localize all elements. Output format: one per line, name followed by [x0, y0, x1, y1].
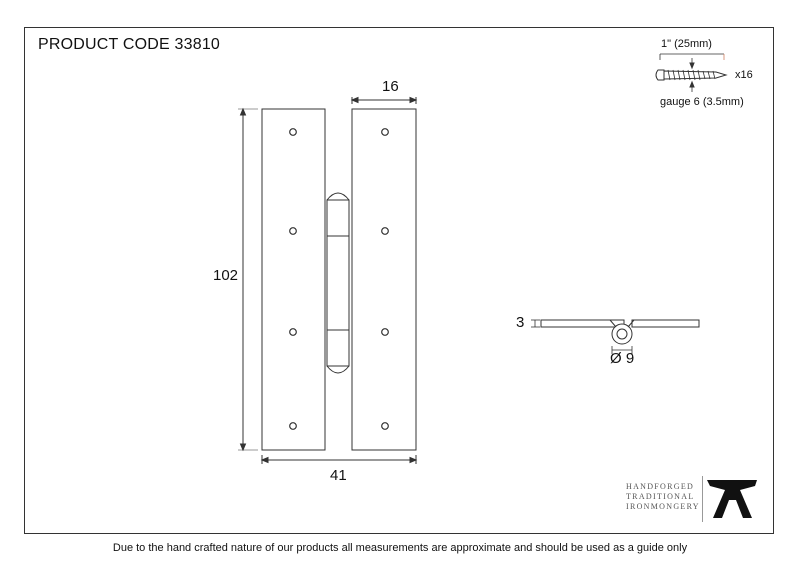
height-label: 102 — [213, 267, 239, 284]
diameter-label: Ø 9 — [610, 350, 635, 367]
screw-quantity-label: x16 — [735, 69, 753, 81]
brand-wordmark: HANDFORGED TRADITIONAL IRONMONGERY — [626, 482, 700, 512]
thickness-label: 3 — [516, 314, 525, 331]
drawing-frame — [24, 27, 774, 534]
brand-line-1: HANDFORGED — [626, 482, 695, 491]
footer-disclaimer: Due to the hand crafted nature of our pr… — [112, 542, 688, 554]
left-hinge-leaf — [261, 108, 326, 451]
width-bottom-label: 41 — [330, 467, 347, 484]
product-code: PRODUCT CODE 33810 — [38, 36, 221, 53]
brand-line-3: IRONMONGERY — [626, 502, 700, 511]
anvil-logo-icon — [707, 480, 757, 518]
right-hinge-leaf — [351, 108, 417, 451]
screw-icon — [655, 53, 728, 92]
brand-line-2: TRADITIONAL — [626, 492, 695, 501]
screw-gauge-label: gauge 6 (3.5mm) — [660, 96, 744, 108]
width-top-label: 16 — [382, 78, 399, 95]
screw-length-label: 1" (25mm) — [661, 38, 712, 50]
brand-divider — [702, 476, 703, 522]
screw-holes — [289, 128, 389, 430]
hinge-knuckle — [326, 192, 350, 374]
hinge-side-view — [540, 319, 700, 345]
